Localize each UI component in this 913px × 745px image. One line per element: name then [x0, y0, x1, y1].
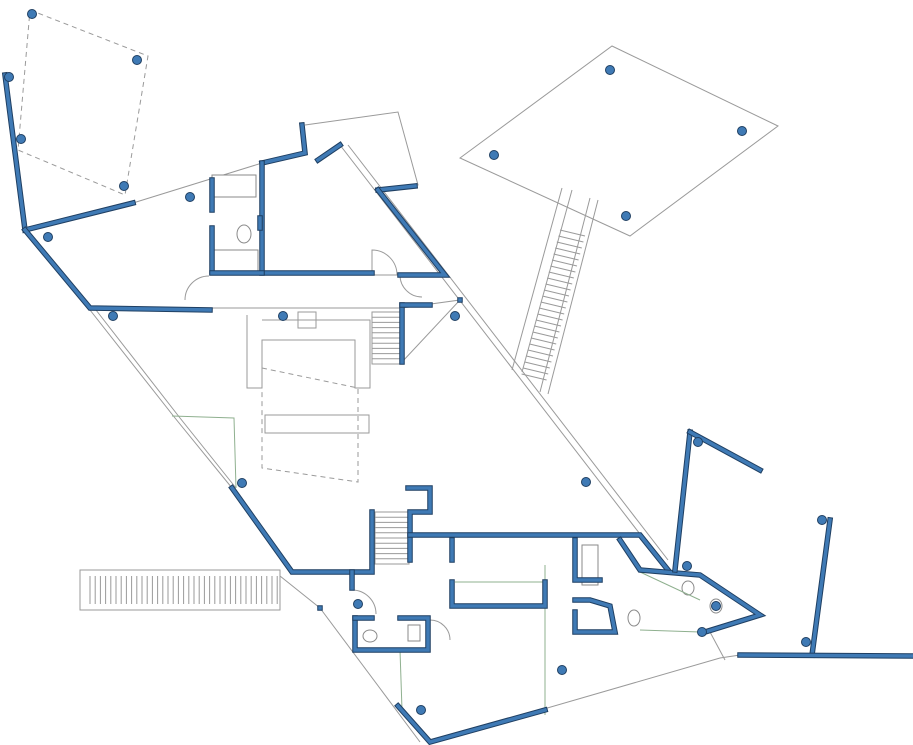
wall-segment — [407, 532, 672, 574]
column-icon — [605, 65, 615, 75]
stair-tread — [550, 265, 576, 273]
bathtub — [213, 249, 259, 273]
wall-segment — [228, 484, 375, 575]
vanity — [211, 174, 257, 198]
stair-tread — [558, 235, 584, 243]
stair-tread — [534, 325, 560, 333]
wall-segment — [405, 485, 433, 563]
stair-tread — [556, 241, 582, 249]
exterior-stair-bridge — [79, 569, 281, 611]
wall-segment — [671, 428, 694, 574]
pavilion-roof-outline — [17, 9, 149, 196]
stair-tread — [548, 271, 574, 279]
dining-table — [264, 414, 370, 434]
sink — [407, 624, 421, 642]
stair-tread — [535, 319, 562, 327]
top-right-deck — [459, 45, 779, 395]
wall-segment — [449, 579, 548, 609]
column-icon — [237, 478, 247, 488]
wall-segment — [374, 186, 451, 278]
toilet — [362, 629, 378, 643]
stair-tread — [527, 349, 554, 357]
column-icon — [43, 232, 53, 242]
deck-stair — [511, 187, 599, 395]
wall-segment — [394, 702, 549, 745]
wall-segment — [616, 536, 767, 636]
wall-segment — [1, 71, 137, 234]
column-icon — [353, 599, 363, 609]
column-icon — [16, 134, 26, 144]
stair-tread — [555, 247, 581, 255]
sink — [681, 580, 695, 596]
wall-segment — [374, 182, 419, 194]
walls — [1, 71, 913, 745]
column-icon — [621, 211, 631, 221]
wall-segment — [259, 160, 375, 276]
column-icon — [737, 126, 747, 136]
wall-segment — [737, 652, 913, 659]
stair-tread — [547, 277, 573, 285]
column-icon — [132, 55, 142, 65]
wall-segment — [314, 141, 344, 164]
column-icon — [711, 601, 721, 611]
kitchen — [246, 311, 371, 483]
wall-segment — [686, 428, 764, 474]
stair-tread — [540, 301, 566, 309]
column-icon — [278, 311, 288, 321]
column-icon — [697, 627, 707, 637]
stair-tread — [524, 361, 550, 369]
stair-tread — [539, 307, 565, 315]
deck-outline — [459, 45, 779, 237]
stair-tread — [523, 367, 549, 375]
wall-segment — [21, 226, 213, 313]
stair-tread — [551, 259, 578, 267]
partition-lines — [171, 415, 701, 715]
bathtub — [581, 544, 599, 586]
stair-tread — [543, 289, 570, 297]
column-icon — [4, 72, 14, 82]
column-icon — [682, 561, 692, 571]
column-icon — [817, 515, 827, 525]
stair-tread — [559, 229, 586, 237]
toilet — [236, 224, 252, 244]
doors — [184, 249, 451, 641]
column-icon — [489, 150, 499, 160]
stair-tread — [542, 295, 568, 303]
stair-tread — [545, 283, 571, 291]
wall-segment — [572, 597, 619, 635]
column-icon — [450, 311, 460, 321]
column-icon — [416, 705, 426, 715]
toilet — [627, 609, 641, 627]
stair-tread — [532, 331, 558, 339]
column-icon — [693, 437, 703, 447]
column-icon — [801, 637, 811, 647]
columns — [4, 9, 827, 715]
stair-tread — [553, 253, 579, 261]
column-icon — [185, 192, 195, 202]
interior-stairs — [371, 311, 410, 565]
top-left-pavilion — [17, 9, 149, 196]
column-icon — [557, 665, 567, 675]
stair-tread — [537, 313, 563, 321]
column-icon — [119, 181, 129, 191]
column-icon — [581, 477, 591, 487]
stair-tread — [531, 337, 557, 345]
dining-rug-outline — [261, 367, 359, 483]
wall-segment — [572, 537, 603, 583]
wall-segment — [808, 516, 834, 659]
wall-segment — [258, 121, 308, 167]
stair-tread — [526, 355, 552, 363]
column-icon — [27, 9, 37, 19]
stair-tread — [529, 343, 555, 351]
column-icon — [108, 311, 118, 321]
wall-segment — [352, 615, 431, 653]
